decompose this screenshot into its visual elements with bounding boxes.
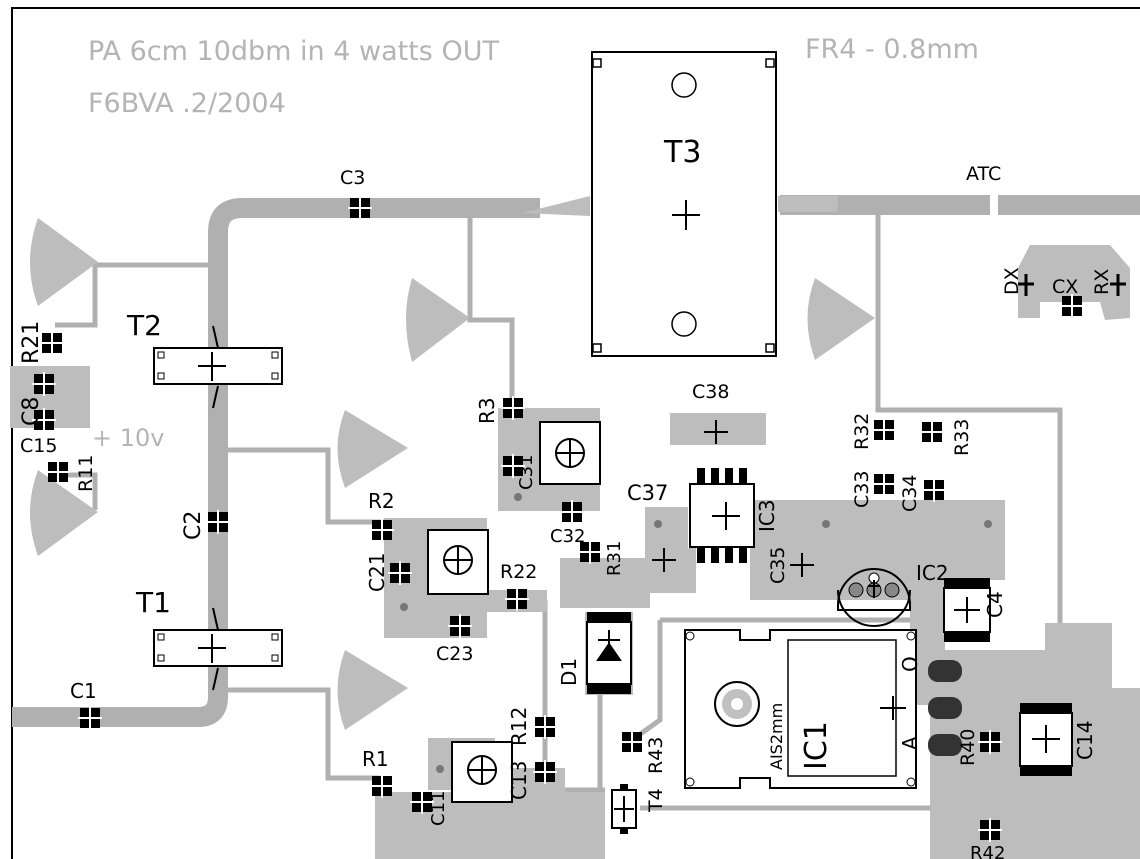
label-c34: C34 [899,475,921,512]
label-c11: C11 [428,791,449,826]
label-cx: CX [1052,276,1078,298]
label-r3: R3 [475,397,499,424]
pad-cross [704,420,728,444]
label-t4: T4 [645,788,667,813]
title-line-1: PA 6cm 10dbm in 4 watts OUT [88,36,499,67]
label-c1: C1 [70,679,97,703]
label-ic1: IC1 [799,721,834,770]
label-t2: T2 [126,309,162,342]
label-ic1-sub: AIS2mm [767,703,786,770]
label-rx: RX [1091,269,1113,295]
label-c4: C4 [983,591,1007,618]
ic1-package [684,629,962,789]
pad-cross [652,548,676,572]
ic3-package [689,468,755,563]
label-c32: C32 [550,526,585,547]
label-t3: T3 [663,135,701,170]
label-r2: R2 [368,489,395,513]
title-line-2: F6BVA .2/2004 [88,88,286,119]
label-r32: R32 [851,413,873,450]
label-c15: C15 [20,435,57,457]
label-d1: D1 [557,658,581,686]
substrate-label: FR4 - 0.8mm [805,34,979,65]
transistor-t2 [153,325,283,409]
transistor-t4 [611,784,637,834]
transistor-t3 [522,51,838,357]
board-outline [11,7,1140,859]
label-ic2: IC2 [916,561,949,585]
label-c37: C37 [627,481,668,505]
label-r43: R43 [645,737,667,774]
capacitor-c14 [1019,703,1073,776]
ic2-package [837,568,911,627]
trimmer-near-c13 [451,741,513,803]
label-c21: C21 [365,553,389,592]
label-r12: R12 [507,707,531,746]
label-c33: C33 [851,471,873,508]
pad-cross [790,553,814,577]
label-c3: C3 [340,167,365,189]
label-pin-a: A [898,736,922,750]
label-c8: C8 [19,397,44,426]
capacitor-c4 [943,578,991,642]
label-r1: R1 [362,747,389,771]
trimmer-near-r22 [427,529,489,595]
smd-components [32,196,1084,842]
label-t1: T1 [135,586,171,619]
label-c13: C13 [507,761,531,800]
label-ic3: IC3 [755,499,779,532]
label-atc: ATC [966,163,1001,185]
label-r11: R11 [75,455,97,492]
label-pin-o: O [898,656,922,672]
pad-cross [1110,274,1126,296]
label-c14: C14 [1073,721,1097,760]
label-c2: C2 [181,511,206,540]
label-c31: C31 [516,455,537,490]
label-r40: R40 [957,729,979,766]
label-c35: C35 [767,547,789,584]
pad-cross [1018,274,1034,296]
label-r21: R21 [19,321,44,364]
transistor-t1 [153,607,283,691]
label-r33: R33 [951,419,973,456]
label-supply: + 10v [92,424,164,452]
component-labels: ATC CX DX RX C3 R21 C8 C15 R11 + 10v C2 … [19,163,1113,859]
diode-d1 [586,612,632,694]
label-r31: R31 [604,541,625,576]
trimmer-near-r3 [539,421,601,485]
label-c38: C38 [692,381,729,403]
label-r22: R22 [500,561,537,583]
label-dx: DX [1001,267,1023,295]
label-r42: R42 [970,843,1005,859]
label-c23: C23 [436,643,473,665]
